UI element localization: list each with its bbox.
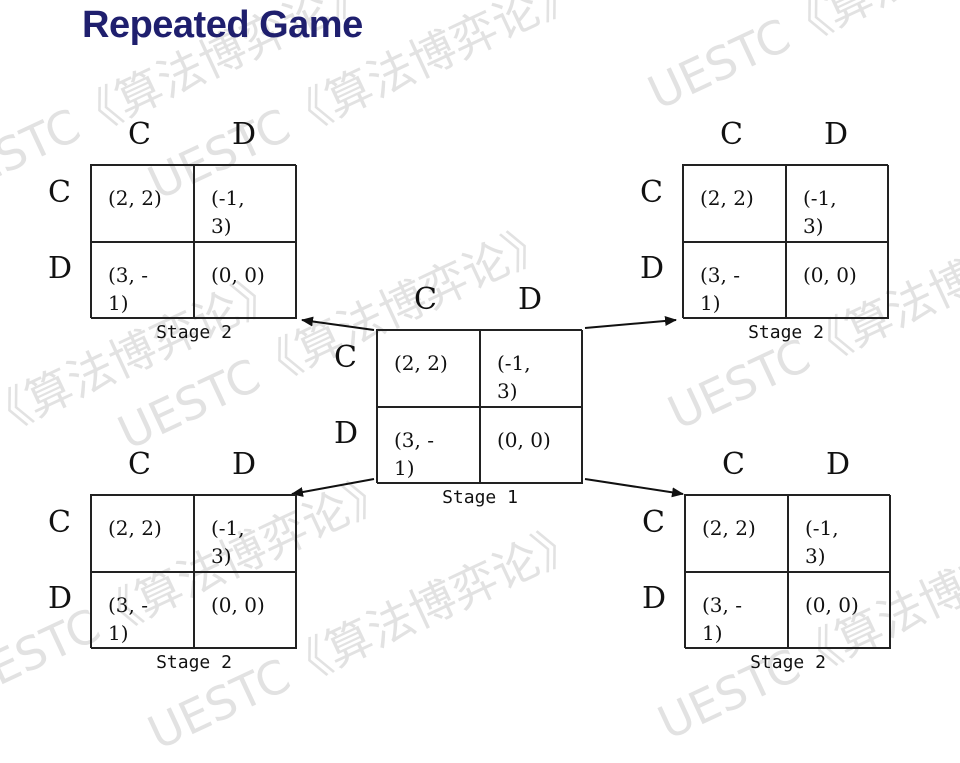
stage-label: Stage 2 <box>748 322 824 343</box>
stage-arrows <box>291 315 684 498</box>
arrow-to-top-right <box>584 315 677 329</box>
payoff-matrix: (2, 2) (-1, 3) (3, -1) (0, 0) <box>376 329 583 484</box>
column-label-d: D <box>232 117 257 152</box>
row-label-d: D <box>640 251 665 286</box>
row-label-d: D <box>334 416 359 451</box>
payoff-cell-dd: (0, 0) <box>788 572 891 649</box>
column-label-c: C <box>128 117 151 152</box>
arrow-to-bottom-right <box>584 478 684 498</box>
payoff-cell-dc: (3, -1) <box>91 242 194 319</box>
payoff-matrix: (2, 2) (-1, 3) (3, -1) (0, 0) <box>90 164 297 319</box>
payoff-cell-cd: (-1, 3) <box>788 495 891 572</box>
row-label-d: D <box>642 581 667 616</box>
row-label-c: C <box>334 340 357 375</box>
payoff-cell-cd: (-1, 3) <box>786 165 889 242</box>
payoff-cell-dd: (0, 0) <box>194 242 297 319</box>
payoff-matrix: (2, 2) (-1, 3) (3, -1) (0, 0) <box>682 164 889 319</box>
column-label-c: C <box>720 117 743 152</box>
game-center: C D C D (2, 2) (-1, 3) (3, -1) (0, 0) St… <box>334 285 614 520</box>
game-top-left: C D C D (2, 2) (-1, 3) (3, -1) (0, 0) St… <box>48 120 328 355</box>
stage-label: Stage 1 <box>442 487 518 508</box>
payoff-cell-cd: (-1, 3) <box>194 495 297 572</box>
column-label-c: C <box>722 447 745 482</box>
payoff-cell-dc: (3, -1) <box>683 242 786 319</box>
payoff-cell-dc: (3, -1) <box>685 572 788 649</box>
payoff-cell-cc: (2, 2) <box>91 495 194 572</box>
column-label-d: D <box>824 117 849 152</box>
stage-label: Stage 2 <box>156 322 232 343</box>
row-label-c: C <box>48 505 71 540</box>
payoff-cell-dc: (3, -1) <box>377 407 480 484</box>
column-label-c: C <box>128 447 151 482</box>
game-bottom-right: C D C D (2, 2) (-1, 3) (3, -1) (0, 0) St… <box>642 450 922 685</box>
payoff-cell-cc: (2, 2) <box>377 330 480 407</box>
payoff-cell-cc: (2, 2) <box>685 495 788 572</box>
payoff-cell-dd: (0, 0) <box>786 242 889 319</box>
column-label-d: D <box>518 282 543 317</box>
arrow-to-bottom-left <box>291 478 375 497</box>
row-label-d: D <box>48 581 73 616</box>
payoff-matrix: (2, 2) (-1, 3) (3, -1) (0, 0) <box>90 494 297 649</box>
payoff-cell-cc: (2, 2) <box>91 165 194 242</box>
payoff-cell-dd: (0, 0) <box>480 407 583 484</box>
row-label-c: C <box>642 505 665 540</box>
stage-label: Stage 2 <box>156 652 232 673</box>
payoff-cell-cc: (2, 2) <box>683 165 786 242</box>
game-bottom-left: C D C D (2, 2) (-1, 3) (3, -1) (0, 0) St… <box>48 450 328 685</box>
stage-label: Stage 2 <box>750 652 826 673</box>
payoff-matrix: (2, 2) (-1, 3) (3, -1) (0, 0) <box>684 494 891 649</box>
row-label-c: C <box>48 175 71 210</box>
payoff-cell-dd: (0, 0) <box>194 572 297 649</box>
column-label-d: D <box>232 447 257 482</box>
arrow-to-top-left <box>301 316 375 331</box>
column-label-d: D <box>826 447 851 482</box>
payoff-cell-cd: (-1, 3) <box>194 165 297 242</box>
game-top-right: C D C D (2, 2) (-1, 3) (3, -1) (0, 0) St… <box>640 120 920 355</box>
column-label-c: C <box>414 282 437 317</box>
slide-title: Repeated Game <box>82 4 363 46</box>
row-label-c: C <box>640 175 663 210</box>
row-label-d: D <box>48 251 73 286</box>
payoff-cell-dc: (3, -1) <box>91 572 194 649</box>
payoff-cell-cd: (-1, 3) <box>480 330 583 407</box>
